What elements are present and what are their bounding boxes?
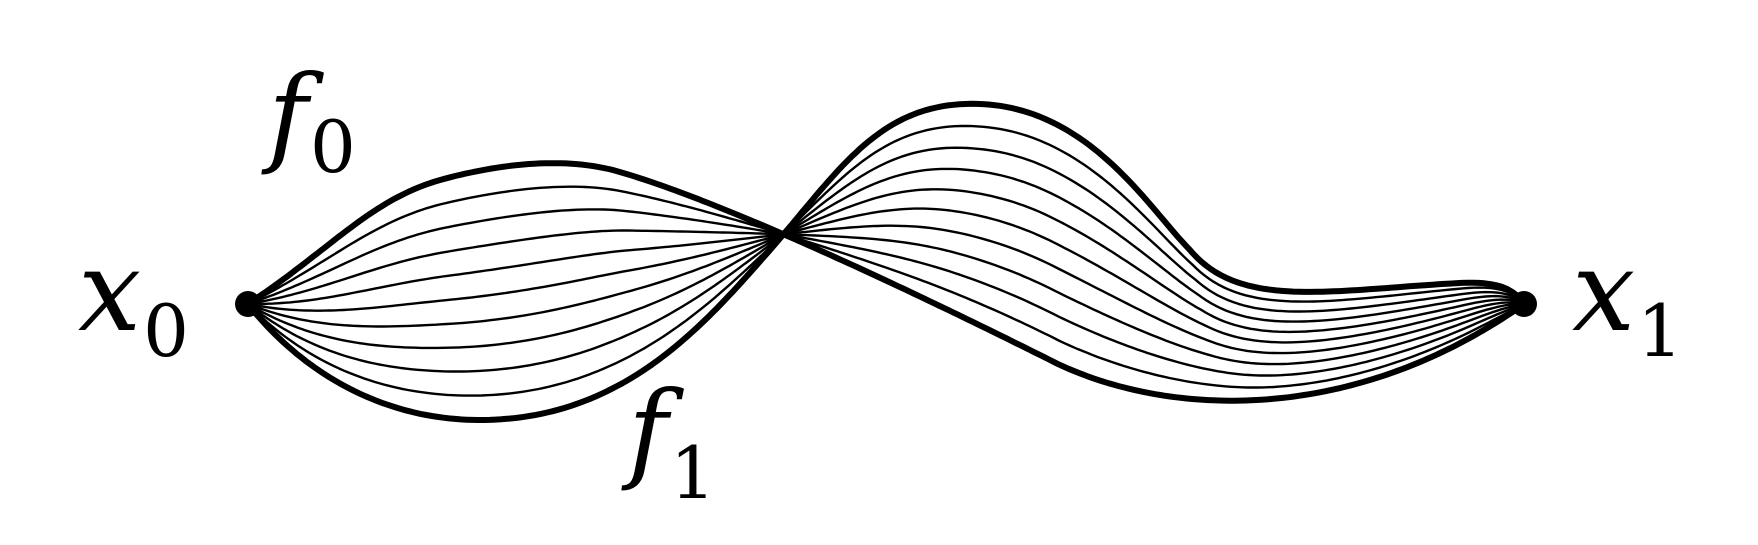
start-point-dot [235, 291, 261, 317]
end-point-label: x1 [1572, 227, 1683, 373]
path-f1 [245, 100, 1527, 423]
start-point-label: x0 [78, 227, 189, 373]
paths-layer [245, 100, 1527, 423]
end-point-subscript: 1 [1637, 289, 1683, 373]
homotopy-path-4 [246, 224, 1526, 355]
homotopy-path-1 [246, 185, 1526, 389]
homotopy-path-5 [246, 207, 1526, 344]
end-point-letter: x [1572, 227, 1635, 357]
path-f1-label: f1 [621, 369, 716, 515]
path-f0 [245, 160, 1527, 404]
path-f1-subscript: 1 [670, 431, 716, 515]
homotopy-path-2 [246, 208, 1526, 377]
start-point-subscript: 0 [143, 289, 189, 373]
path-f0-label: f0 [261, 53, 356, 189]
homotopy-path-9 [246, 124, 1526, 397]
homotopy-path-3 [246, 229, 1526, 366]
end-point-dot [1511, 291, 1537, 317]
start-point-letter: x [78, 227, 141, 357]
homotopy-path-6 [246, 188, 1526, 334]
path-f0-subscript: 0 [310, 105, 356, 189]
homotopy-path-8 [246, 146, 1526, 373]
homotopy-path-7 [246, 167, 1526, 350]
